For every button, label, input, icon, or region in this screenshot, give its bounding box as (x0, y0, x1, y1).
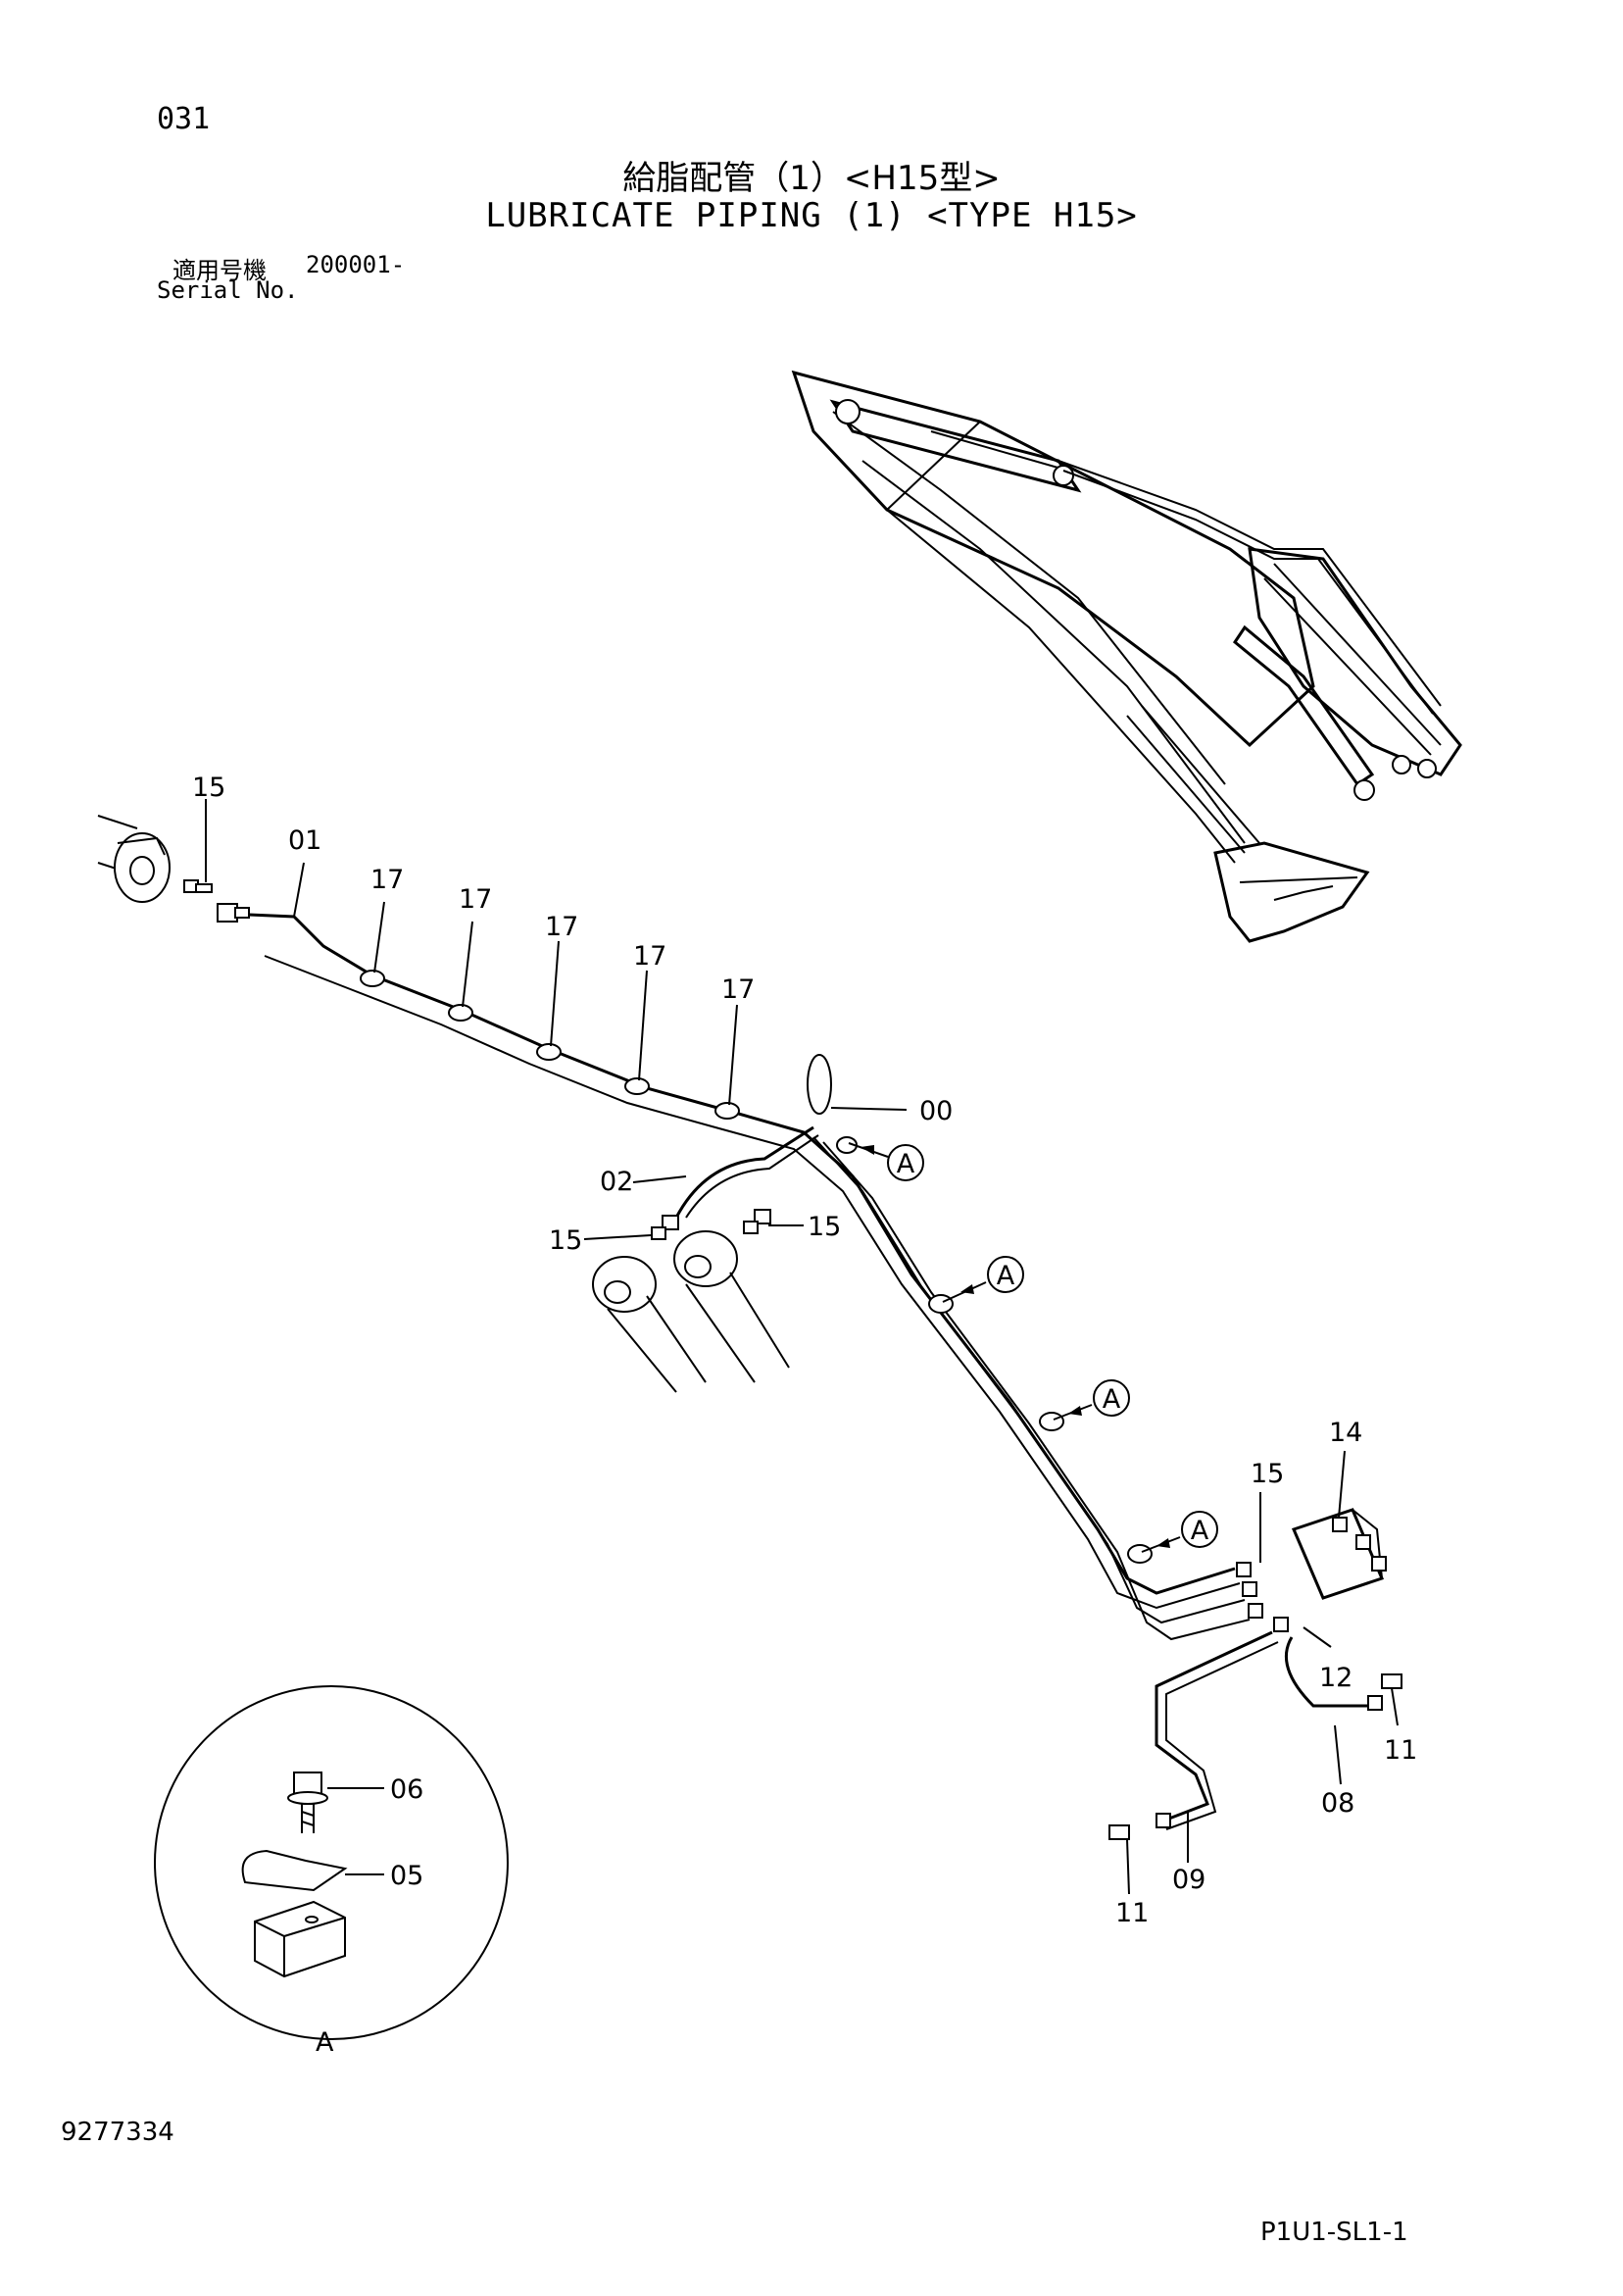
serial-label-japanese: 適用号機 (172, 257, 267, 284)
view-marker-1-label: A (897, 1149, 915, 1179)
callout-02-leader (632, 1175, 687, 1183)
callout-08: 08 (1321, 1788, 1354, 1819)
view-marker-1: A (848, 1142, 924, 1181)
callout-17-d: 17 (633, 941, 666, 972)
callout-00: 00 (919, 1096, 953, 1126)
main-hose-bundle (217, 862, 1251, 1641)
callout-01: 01 (288, 825, 321, 856)
callout-17-c: 17 (545, 912, 578, 942)
callout-17-a: 17 (370, 865, 404, 895)
view-marker-4: A (1141, 1511, 1218, 1553)
serial-value: 200001- (306, 251, 406, 278)
title-english: LUBRICATE PIPING (1) <TYPE H15> (485, 196, 1138, 235)
grease-manifold (1108, 1450, 1402, 1895)
callout-11-right: 11 (1384, 1735, 1417, 1766)
view-marker-2-label: A (997, 1261, 1015, 1291)
page-number: 031 (157, 102, 211, 136)
serial-label-english: Serial No. (157, 276, 299, 304)
detail-view-a (154, 1685, 509, 2040)
callout-02: 02 (600, 1167, 633, 1197)
callout-11-left: 11 (1115, 1898, 1149, 1928)
callout-17-b: 17 (459, 884, 492, 915)
boom-foot-pin (97, 799, 213, 903)
callout-15-right: 15 (808, 1212, 841, 1242)
view-marker-2: A (942, 1256, 1024, 1303)
callout-14: 14 (1329, 1418, 1362, 1448)
callout-05: 05 (390, 1861, 423, 1891)
document-number: 9277334 (61, 2118, 174, 2147)
callout-12: 12 (1319, 1663, 1352, 1693)
boom-arm-assembly (791, 370, 1462, 943)
detail-view-a-label: A (316, 2027, 334, 2058)
view-marker-3: A (1053, 1379, 1130, 1421)
title-japanese: 給脂配管（1）<H15型> (622, 159, 1001, 198)
callout-09: 09 (1172, 1865, 1205, 1895)
view-marker-3-label: A (1103, 1384, 1121, 1415)
callout-15-manifold: 15 (1251, 1459, 1284, 1489)
cylinder-eyes (592, 1125, 819, 1393)
view-marker-4-label: A (1191, 1516, 1209, 1546)
callout-06: 06 (390, 1774, 423, 1805)
callout-17-e: 17 (721, 974, 755, 1005)
callout-15-left: 15 (549, 1225, 582, 1256)
callout-15-left-leader (583, 1234, 652, 1240)
callout-15-pin: 15 (192, 773, 225, 803)
page-code: P1U1-SL1-1 (1260, 2218, 1408, 2247)
